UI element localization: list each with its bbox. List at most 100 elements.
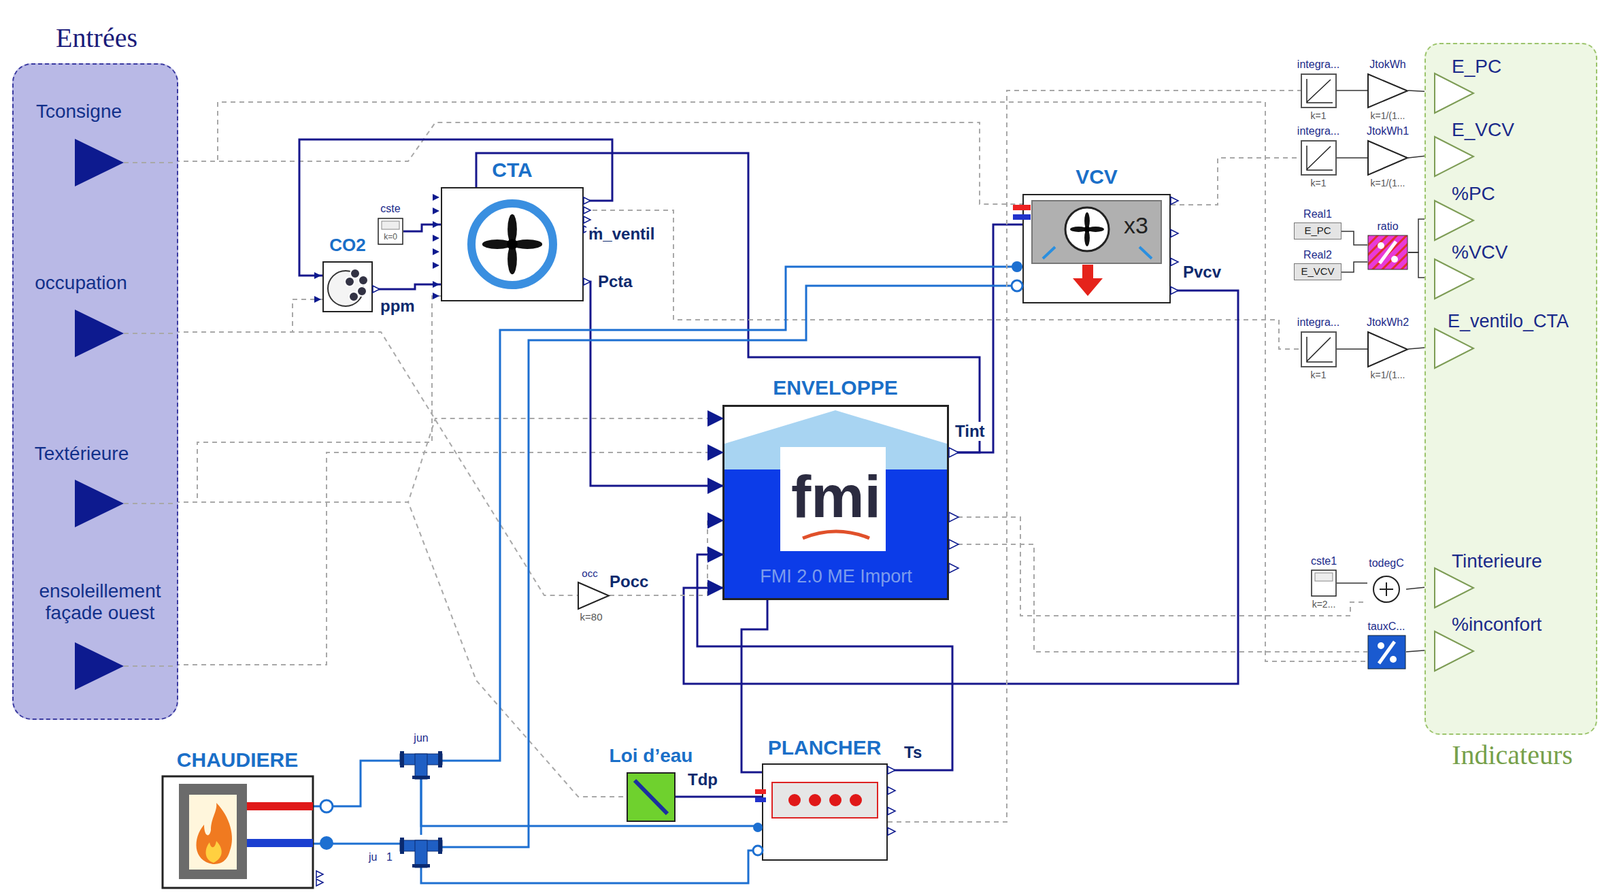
block-node: Tinterieure [1432, 550, 1595, 616]
connector [174, 122, 1023, 205]
block-node: VCVx3 [1022, 193, 1171, 304]
block-icon [577, 581, 610, 610]
label-text: todegC [1368, 557, 1405, 570]
connector [887, 90, 1301, 822]
block-node: Tconsigne [21, 96, 175, 189]
block-icon [1367, 140, 1409, 176]
connector [948, 224, 1023, 453]
label-text: E_VCV [1451, 119, 1515, 141]
connector [174, 502, 627, 797]
signal-name: ṁ_ventil [586, 224, 657, 244]
label-text: k=1/(1... [1370, 369, 1406, 381]
label-text: k=0 [383, 232, 398, 243]
block-icon [1310, 569, 1337, 597]
block-node: JtokWh1k=1/(1... [1367, 140, 1409, 176]
block-node: integra...k=1 [1300, 140, 1337, 176]
block-node: tauxC... [1367, 634, 1407, 670]
connector [583, 210, 1301, 349]
label-text: Loi d’eau [607, 744, 696, 767]
block-node: JtokWh2k=1/(1... [1367, 331, 1409, 368]
block-node: Real1E_PC [1293, 222, 1342, 240]
block-icon [1300, 331, 1337, 368]
connector [174, 331, 578, 596]
block-icon [626, 772, 676, 822]
block-node: ensoleillement façade ouest [21, 576, 175, 696]
connector [174, 418, 723, 503]
block-node: todegC [1367, 571, 1407, 607]
block-node: occupation [21, 268, 175, 360]
connector [174, 299, 323, 332]
label-text: x3 [1123, 212, 1149, 239]
label-text: VCV [1073, 165, 1120, 190]
connector [1336, 89, 1368, 92]
label-text: k=1/(1... [1370, 110, 1406, 122]
connector [420, 778, 423, 835]
label-text: Tinterieure [1451, 550, 1543, 573]
label-text: jun [411, 731, 430, 745]
block-icon [322, 261, 373, 313]
block-node: E_PC [1432, 55, 1595, 122]
block-node: CO2 [322, 261, 373, 313]
label-text: ju [368, 851, 377, 864]
block-node: jun [400, 748, 443, 779]
label-text: Real1 [1303, 208, 1332, 221]
label-text: k=1 [1310, 110, 1327, 122]
block-node: Real2E_VCV [1293, 263, 1342, 281]
label-text: %inconfort [1451, 613, 1542, 636]
label-text: E_ventilo_CTA [1447, 310, 1569, 332]
connector [741, 600, 768, 773]
label-text: k=1 [1310, 177, 1327, 189]
signal-name: ppm [378, 296, 418, 316]
signal-name: Tdp [685, 770, 720, 790]
group-panel: EntréesTconsigneoccupationTextérieureens… [12, 63, 179, 720]
signal-name: Pcta [595, 272, 635, 292]
block-node: CHAUDIERE [161, 775, 314, 889]
block-icon [1022, 193, 1171, 304]
block-node: cstek=0 [377, 217, 404, 245]
block-icon [1367, 331, 1409, 368]
label-text: CTA [489, 158, 535, 183]
connector [174, 452, 723, 665]
label-text: k=2... [1312, 598, 1337, 610]
signal-name: Pocc [607, 572, 651, 592]
label-text: ENVELOPPE [770, 376, 900, 400]
label-text: ratio [1376, 220, 1398, 233]
connector [1341, 261, 1368, 273]
label-text: FMI 2.0 ME Import [759, 565, 913, 588]
block-node: cste1k=2... [1310, 569, 1337, 597]
block-icon [1300, 73, 1337, 109]
block-icon [1300, 140, 1337, 176]
label-text: occ [579, 567, 600, 579]
connector [948, 544, 1368, 652]
connector [372, 284, 441, 290]
label-text: %PC [1451, 182, 1496, 205]
label-text: integra... [1297, 316, 1340, 329]
block-node: Textérieure [21, 438, 175, 531]
label-text: k=1/(1... [1370, 177, 1406, 189]
connector [675, 795, 762, 798]
label-text: Indicateurs [1451, 739, 1573, 771]
label-text: integra... [1297, 58, 1340, 71]
label-text: E_PC [1304, 224, 1331, 237]
label-text: ensoleillement façade ouest [28, 580, 172, 624]
block-node: ENVELOPPEfmiFMI 2.0 ME Import [722, 404, 949, 600]
group-panel: IndicateursE_PCE_VCV%PC%VCVE_ventilo_CTA… [1424, 42, 1598, 735]
block-node: integra...k=1 [1300, 331, 1337, 368]
label-text: Tconsigne [36, 100, 122, 123]
block-node: CTA [440, 187, 584, 302]
block-node: ju1 [400, 834, 443, 868]
block-node: E_VCV [1432, 119, 1595, 185]
block-node: integra...k=1 [1300, 73, 1337, 109]
label-text: cste [378, 202, 403, 215]
connector [583, 281, 723, 486]
label-text: CO2 [327, 235, 368, 256]
connector [1341, 231, 1368, 245]
connector [948, 517, 1368, 616]
block-icon [400, 834, 443, 868]
label-text: E_VCV [1300, 265, 1335, 277]
connector [1170, 157, 1301, 205]
label-text: integra... [1297, 125, 1340, 138]
label-text: Entrées [55, 22, 138, 54]
connector [421, 850, 762, 883]
